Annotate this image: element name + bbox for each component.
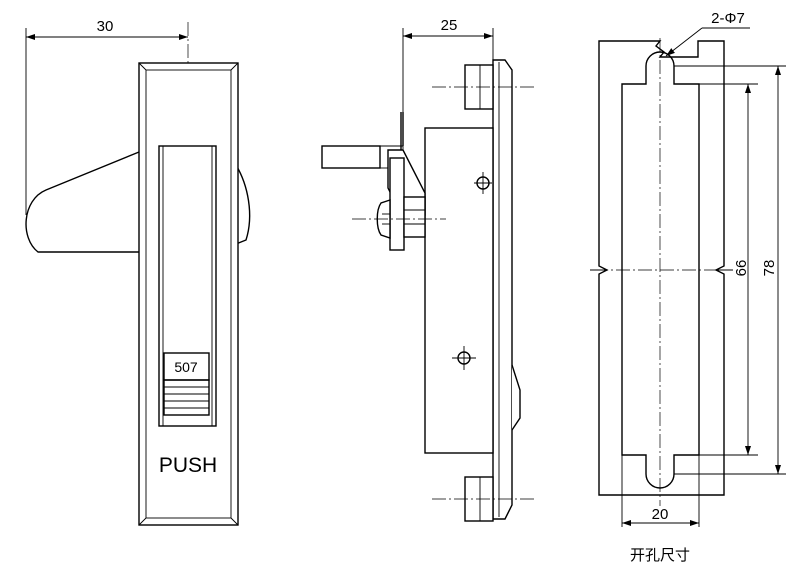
push-label: PUSH (159, 454, 217, 477)
cutout-caption: 开孔尺寸 (630, 546, 690, 564)
model-plate (163, 352, 210, 381)
front-width-dimension: 30 (97, 18, 114, 35)
model-label: 507 (174, 359, 198, 375)
side-body (424, 127, 494, 454)
cutout-width-dimension: 20 (652, 506, 669, 523)
latch-bump (235, 164, 251, 245)
outer-height-dimension: 78 (761, 260, 778, 277)
cutout-view: 2-Φ7 66 78 20 开孔尺寸 (590, 10, 786, 564)
front-body (138, 62, 239, 526)
side-depth-dimension: 25 (441, 17, 458, 34)
inner-height-dimension: 66 (733, 260, 750, 277)
panel-outline (598, 40, 725, 496)
lever-handle (25, 151, 140, 253)
hole-label: 2-Φ7 (711, 10, 745, 27)
side-view: 25 (321, 17, 535, 522)
front-view: 30 507 PUSH (25, 18, 251, 528)
